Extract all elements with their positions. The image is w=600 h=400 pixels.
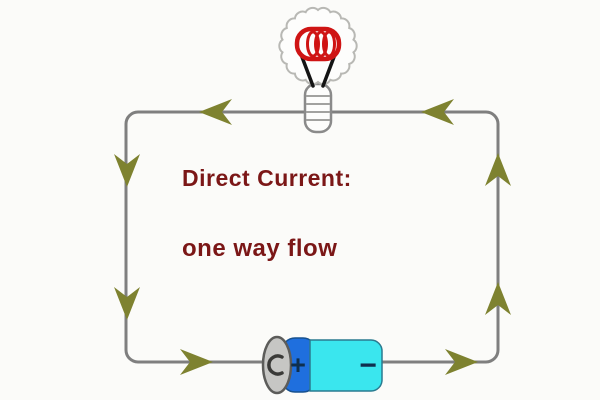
arrow-left-lower-icon [114, 287, 140, 320]
arrow-bottom-right-icon [445, 349, 478, 375]
current-arrows [114, 99, 511, 375]
bulb-lead-wire-left [300, 55, 315, 88]
caption-line-1: Direct Current: [182, 165, 352, 191]
arrow-top-left-icon [199, 99, 232, 125]
battery-cap [261, 335, 293, 395]
battery: + − [261, 335, 383, 395]
arrow-top-right-icon [421, 99, 454, 125]
arrow-right-lower-icon [485, 282, 511, 315]
arrow-right-upper-icon [485, 153, 511, 186]
battery-positive-label: + [290, 350, 306, 380]
arrow-left-upper-icon [114, 154, 140, 187]
bulb-lead-wire-right [321, 55, 336, 88]
arrow-bottom-left-icon [180, 349, 213, 375]
light-bulb [278, 6, 358, 134]
bulb-base [303, 82, 333, 134]
battery-body [309, 339, 383, 392]
filament-coil-icon [294, 26, 342, 62]
battery-cap-mark-icon [267, 354, 284, 376]
battery-negative-label: − [359, 349, 377, 382]
caption-line-2: one way flow [182, 235, 338, 262]
